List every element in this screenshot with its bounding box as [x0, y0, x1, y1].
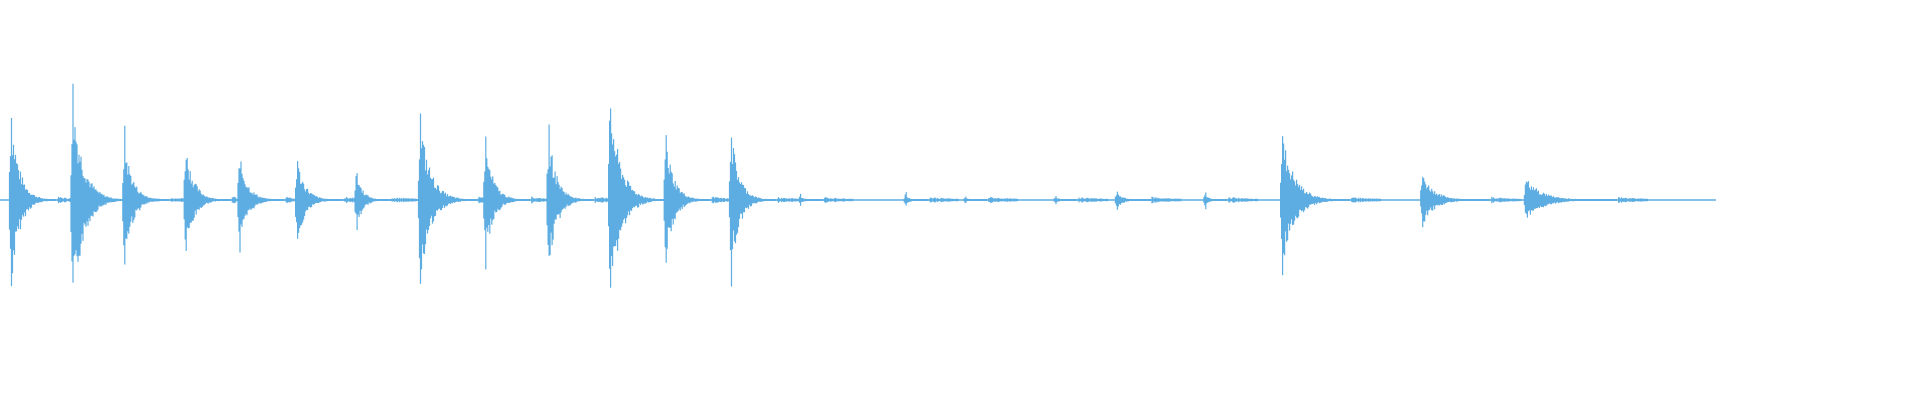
waveform-canvas[interactable] [0, 0, 1920, 400]
audio-waveform-view[interactable] [0, 0, 1920, 400]
